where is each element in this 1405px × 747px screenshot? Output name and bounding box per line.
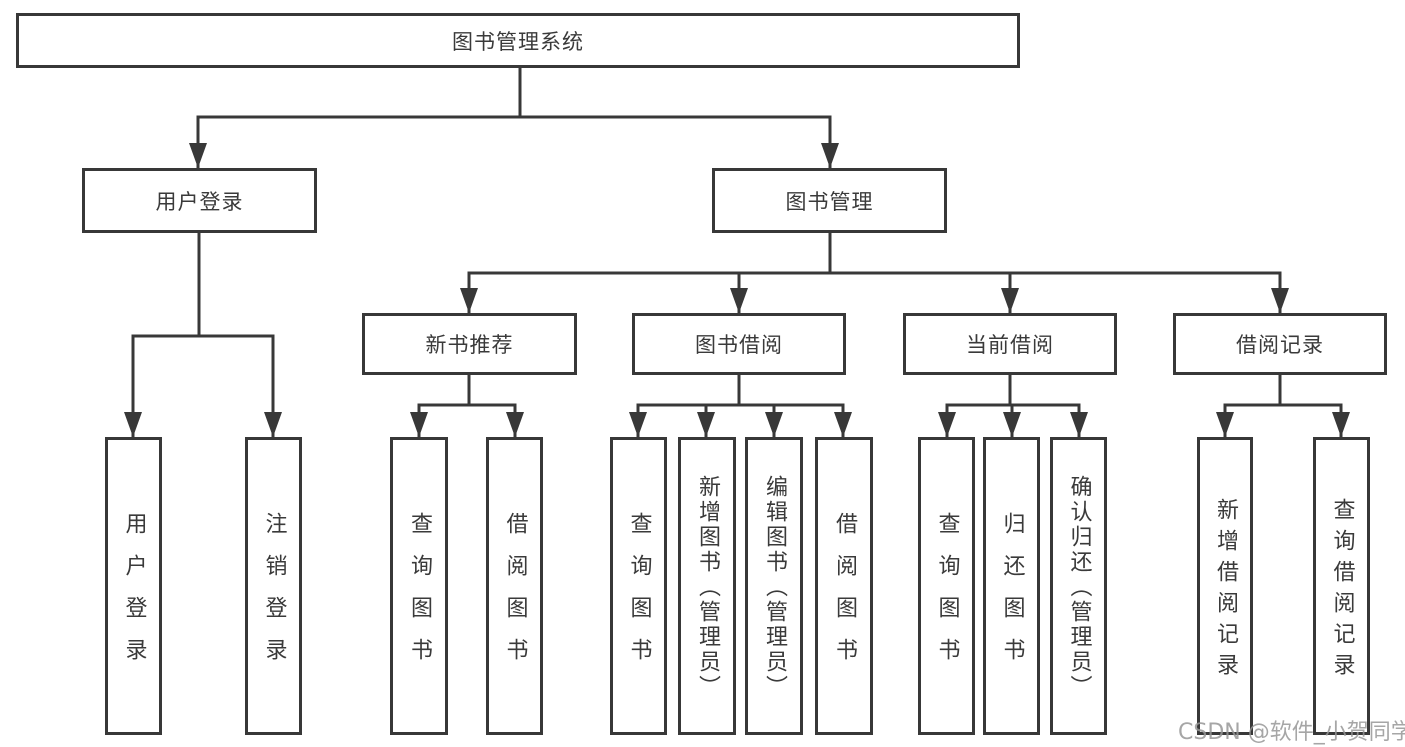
node-recommend-query-books-label: 查询图书 [407, 512, 432, 680]
node-current-query-books-label: 查询图书 [934, 512, 960, 680]
node-current-borrowing-label: 当前借阅 [966, 333, 1054, 357]
node-records-add-record: 新增借阅记录 [1197, 437, 1253, 735]
node-records-query-record-label: 查询借阅记录 [1329, 497, 1355, 684]
node-borrow-query-books: 查询图书 [610, 437, 667, 735]
node-book-management: 图书管理 [712, 168, 947, 233]
node-book-borrowing-label: 图书借阅 [695, 333, 783, 357]
node-current-borrowing: 当前借阅 [903, 313, 1117, 375]
node-current-confirm-return-admin: 确认归还（管理员） [1050, 437, 1107, 735]
node-logout-leaf: 注销登录 [245, 437, 302, 735]
node-user-login: 用户登录 [82, 168, 317, 233]
node-current-return-books-label: 归还图书 [999, 512, 1025, 680]
node-recommend-query-books: 查询图书 [390, 437, 448, 735]
node-borrow-add-books-admin: 新增图书（管理员） [678, 437, 736, 735]
node-recommend-borrow-books: 借阅图书 [486, 437, 543, 735]
node-new-book-recommend: 新书推荐 [362, 313, 577, 375]
node-root-label: 图书管理系统 [452, 29, 584, 54]
node-logout-leaf-label: 注销登录 [261, 512, 287, 680]
node-user-login-leaf: 用户登录 [105, 437, 162, 735]
node-new-book-recommend-label: 新书推荐 [425, 333, 514, 357]
node-book-borrowing: 图书借阅 [632, 313, 846, 375]
node-recommend-borrow-books-label: 借阅图书 [502, 512, 528, 680]
node-borrow-add-books-admin-label: 新增图书（管理员） [695, 475, 720, 700]
node-borrow-edit-books-admin-label: 编辑图书（管理员） [762, 475, 787, 700]
node-borrowing-records: 借阅记录 [1173, 313, 1387, 375]
arrowheads [124, 143, 1350, 437]
node-current-return-books: 归还图书 [983, 437, 1040, 735]
node-user-login-label: 用户登录 [155, 189, 244, 214]
node-current-confirm-return-admin-label: 确认归还（管理员） [1066, 475, 1092, 700]
node-borrow-edit-books-admin: 编辑图书（管理员） [745, 437, 803, 735]
node-book-management-label: 图书管理 [785, 189, 874, 214]
node-borrow-borrow-books: 借阅图书 [815, 437, 873, 735]
node-user-login-leaf-label: 用户登录 [121, 512, 147, 680]
node-borrow-query-books-label: 查询图书 [626, 512, 652, 680]
node-records-query-record: 查询借阅记录 [1313, 437, 1370, 735]
node-borrow-borrow-books-label: 借阅图书 [832, 512, 857, 680]
node-current-query-books: 查询图书 [918, 437, 975, 735]
watermark-text: CSDN @软件_小贺同学 [1178, 720, 1405, 745]
node-records-add-record-label: 新增借阅记录 [1213, 497, 1238, 684]
node-root: 图书管理系统 [16, 13, 1020, 68]
node-borrowing-records-label: 借阅记录 [1236, 333, 1324, 357]
